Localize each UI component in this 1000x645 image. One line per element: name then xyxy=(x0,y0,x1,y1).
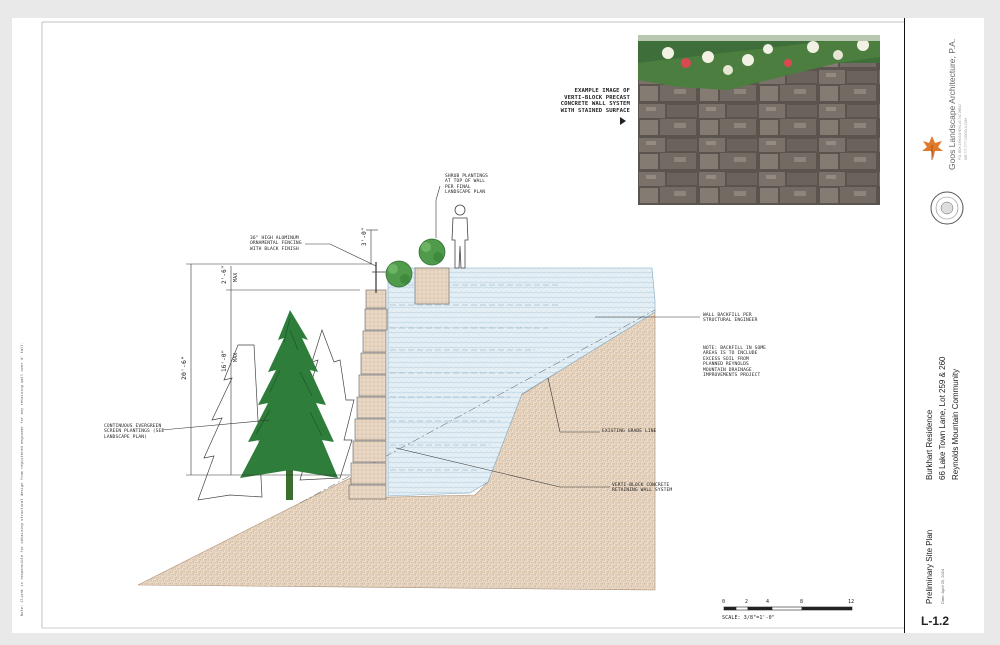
callout-note: NOTE: BACKFILL IN SOME AREAS IS TO INCLU… xyxy=(703,346,767,379)
dim-upper-max: MAX xyxy=(233,272,239,282)
firm-details: P.O. BOX 2356 ASHEVILLE, NC 28802 xyxy=(958,104,962,160)
scale-label: SCALE: 3/8"=1'-0" xyxy=(722,615,775,621)
sheet-number: L-1.2 xyxy=(921,614,950,628)
dim-overall: 20'-6" xyxy=(180,355,188,380)
firm-details-2: 828.777.7777 GOOSLA.COM xyxy=(964,117,968,160)
evergreen-tree xyxy=(240,310,338,500)
callout-evergreen: CONTINUOUS EVERGREEN SCREEN PLANTINGS (S… xyxy=(104,424,165,440)
callout-fencing: 36" HIGH ALUMINUM ORNAMENTAL FENCING WIT… xyxy=(250,236,302,252)
verti-block-wall xyxy=(348,267,450,500)
sheet-title: Preliminary Site Plan xyxy=(925,529,934,604)
project-name: Burkhart Residence xyxy=(925,409,934,480)
seal-icon xyxy=(930,191,964,225)
callout-verti-block: VERTI-BLOCK CONCRETE RETAINING WALL SYST… xyxy=(612,483,673,494)
leader-lines xyxy=(161,185,700,488)
dim-middle-max: MAX xyxy=(233,352,239,362)
dimension-lines xyxy=(186,229,378,476)
scale-tick-4: 4 xyxy=(766,599,770,605)
callout-shrub-plantings: SHRUB PLANTINGS AT TOP OF WALL PER FINAL… xyxy=(445,174,488,196)
dim-upper: 2'-6" xyxy=(221,265,228,284)
shrub-top xyxy=(418,238,446,266)
scale-tick-0: 0 xyxy=(722,599,726,605)
firm-logo-leaf-icon xyxy=(922,136,943,160)
title-block xyxy=(905,18,983,633)
scale-figure xyxy=(451,204,469,269)
wall-backfill xyxy=(387,267,656,497)
example-wall-photo xyxy=(638,35,880,205)
scale-tick-8: 8 xyxy=(800,599,804,605)
shrub-left xyxy=(385,260,413,288)
project-address: 66 Lake Town Lane, Lot 259 & 260 xyxy=(938,356,947,480)
callout-example-image: EXAMPLE IMAGE OF VERTI-BLOCK PRECAST CON… xyxy=(560,88,630,114)
soil-mass xyxy=(137,309,656,591)
dim-middle: 16'-0" xyxy=(221,349,228,372)
scale-tick-12: 12 xyxy=(848,599,855,605)
dim-top: 3'-0" xyxy=(361,227,368,246)
scale-tick-2: 2 xyxy=(745,599,749,605)
callout-wall-backfill: WALL BACKFILL PER STRUCTURAL ENGINEER xyxy=(703,313,758,324)
firm-name: Goos Landscape Architecture, P.A. xyxy=(947,38,957,170)
scale-bar xyxy=(723,606,853,611)
sheet-date: Date: April 25, 2024 xyxy=(940,568,945,604)
leader-arrow xyxy=(620,117,626,125)
project-community: Reynolds Mountain Community xyxy=(951,368,960,480)
left-margin-note: Note: Client is responsible for obtainin… xyxy=(20,342,24,616)
callout-existing-grade: EXISTING GRADE LINE xyxy=(602,429,657,434)
